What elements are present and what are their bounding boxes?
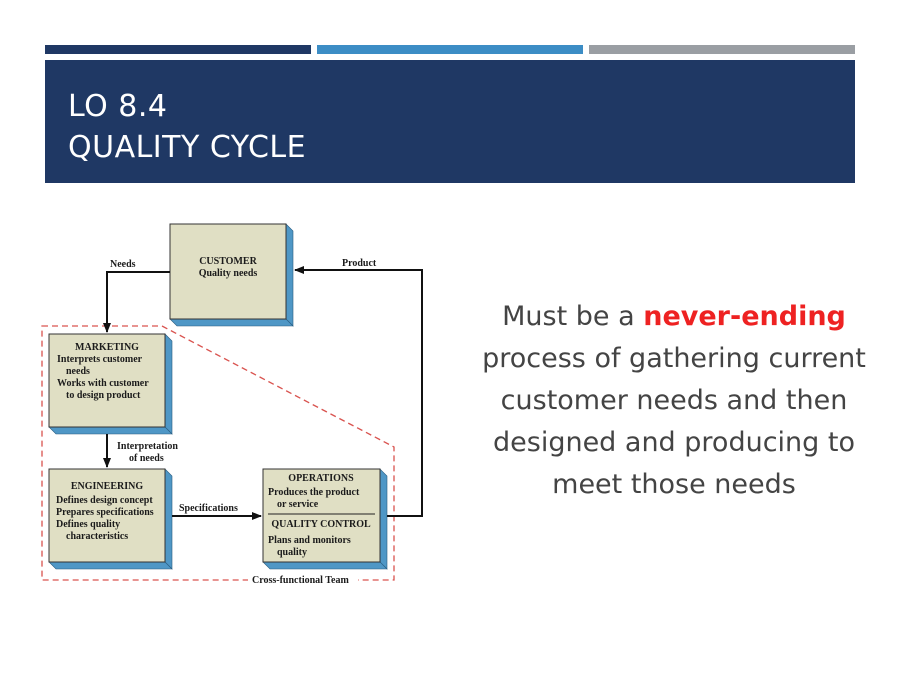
body-text-block: Must be a never-ending process of gather… [462,296,886,506]
product-arrow [294,266,423,517]
marketing-line-3: Works with customer [57,378,149,389]
marketing-box: MARKETING Interprets customer needs Work… [48,333,173,435]
operations-line-1: Produces the product [268,487,360,498]
cross-functional-team-label: Cross-functional Team [252,575,349,586]
body-line-3: customer needs and then [500,385,848,416]
body-line-4: designed and producing to [493,427,855,458]
body-line-1: Must be a never-ending [462,296,886,338]
operations-title: OPERATIONS [288,473,354,484]
interpretation-label-line-2: of needs [129,453,164,464]
customer-title: CUSTOMER [199,256,257,267]
body-line-5: meet those needs [552,469,796,500]
needs-arrow [103,271,170,333]
engineering-box: ENGINEERING Defines design concept Prepa… [48,468,173,570]
accent-bar-light-blue [317,45,583,54]
customer-box: CUSTOMER Quality needs [169,223,294,327]
engineering-line-3: Defines quality [56,519,120,530]
engineering-line-4: characteristics [66,531,128,542]
marketing-line-4: to design product [66,390,141,401]
quality-control-line-1: Plans and monitors [268,535,351,546]
cross-functional-team-outline [41,325,395,581]
marketing-line-2: needs [66,366,90,377]
customer-line-1: Quality needs [199,268,258,279]
engineering-line-2: Prepares specifications [56,507,154,518]
interpretation-label-line-1: Interpretation [117,441,178,452]
operations-box: OPERATIONS Produces the product or servi… [262,468,388,570]
engineering-title: ENGINEERING [71,481,143,492]
slide-title-line-1: LO 8.4 [68,89,168,124]
specifications-label: Specifications [179,503,238,514]
marketing-title: MARKETING [75,342,139,353]
accent-bar-dark-blue [45,45,311,54]
operations-line-2: or service [277,499,319,510]
accent-bar-gray [589,45,855,54]
body-line-1-text: Must be a [502,301,644,332]
slide-title-line-2: QUALITY CYCLE [68,130,307,165]
quality-control-line-2: quality [277,547,307,558]
marketing-line-1: Interprets customer [57,354,143,365]
needs-label: Needs [110,259,136,270]
quality-control-title: QUALITY CONTROL [271,519,371,530]
engineering-line-1: Defines design concept [56,495,153,506]
body-line-2: process of gathering current [482,343,866,374]
title-banner: LO 8.4 QUALITY CYCLE [45,60,855,183]
product-label: Product [342,258,377,269]
never-ending-highlight: never-ending [643,301,846,332]
